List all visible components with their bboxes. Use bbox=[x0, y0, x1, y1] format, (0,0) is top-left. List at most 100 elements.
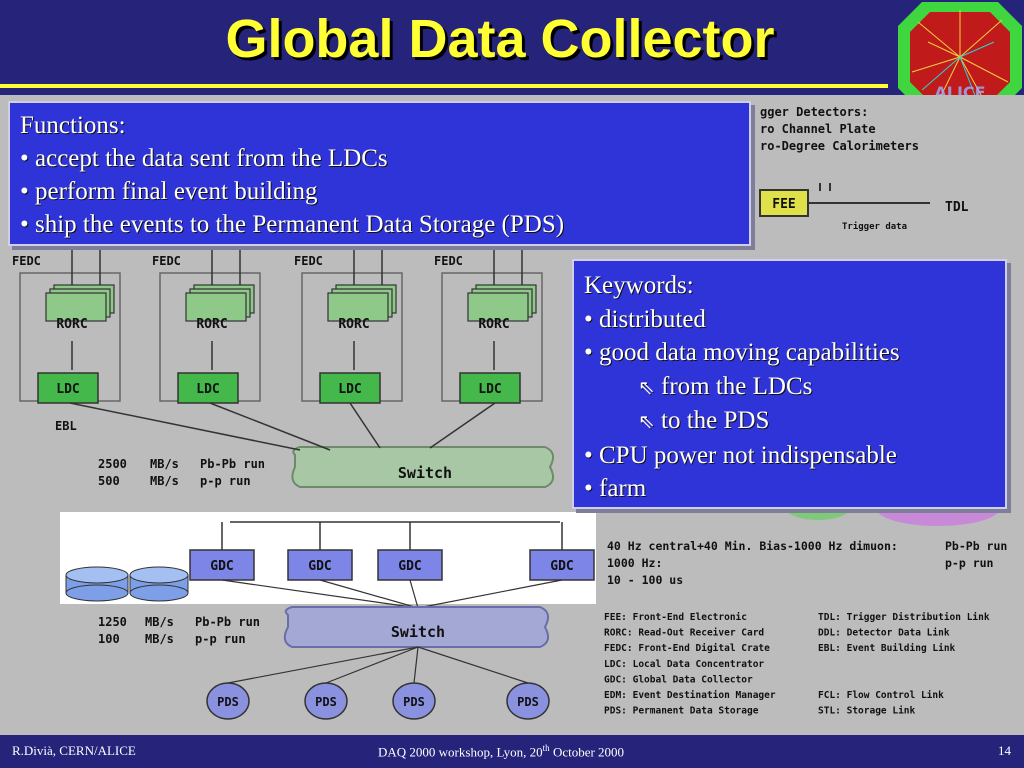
keywords-subline-1-text: from the LDCs bbox=[661, 372, 813, 400]
footer-event-suffix: October 2000 bbox=[549, 744, 625, 760]
legend-left-item: RORC: Read-Out Receiver Card bbox=[604, 628, 764, 639]
fedc-column: FEDC RORC LDC bbox=[152, 250, 261, 404]
alice-logo-icon: ALICE bbox=[898, 2, 1022, 112]
pds-node: PDS bbox=[206, 646, 419, 720]
fedc-label: FEDC bbox=[294, 254, 323, 268]
pds-node: PDS bbox=[304, 646, 419, 720]
legend-left-item: GDC: Global Data Collector bbox=[604, 674, 753, 685]
keywords-line-4: • farm bbox=[584, 475, 647, 502]
footer-event-sup: th bbox=[542, 743, 550, 753]
title-underline bbox=[0, 84, 888, 88]
ldc-box bbox=[319, 372, 381, 404]
switch-bottom-label: Switch bbox=[391, 623, 445, 641]
pds-node: PDS bbox=[392, 646, 436, 720]
functions-bullet-1: • accept the data sent from the LDCs bbox=[20, 145, 388, 172]
pds-label: PDS bbox=[315, 695, 337, 709]
gdc-label: GDC bbox=[550, 559, 573, 574]
keywords-subline-2-text: to the PDS bbox=[661, 407, 770, 434]
ldc-label: LDC bbox=[478, 382, 501, 397]
rate1-f: p-p run bbox=[200, 474, 251, 488]
rate1-e: MB/s bbox=[150, 474, 179, 488]
rate2-c: Pb-Pb run bbox=[195, 615, 260, 629]
fedc-label: FEDC bbox=[12, 254, 41, 268]
legend-right-item: STL: Storage Link bbox=[818, 706, 916, 717]
fedc-label: FEDC bbox=[152, 254, 181, 268]
ldc-box bbox=[37, 372, 99, 404]
gdc-node: GDC bbox=[287, 522, 419, 609]
gdc-node: GDC bbox=[417, 522, 595, 609]
legend-left-item: FEE: Front-End Electronic bbox=[604, 612, 747, 623]
keywords-heading: Keywords: bbox=[584, 272, 694, 299]
ldc-box bbox=[459, 372, 521, 404]
fee-label: FEE bbox=[772, 197, 795, 212]
legend-right-item: DDL: Detector Data Link bbox=[818, 628, 950, 639]
legend-left-item: LDC: Local Data Concentrator bbox=[604, 659, 764, 670]
rate1-c: Pb-Pb run bbox=[200, 457, 265, 471]
ldc-label: LDC bbox=[56, 382, 79, 397]
trigger-line-1: gger Detectors: bbox=[760, 105, 868, 119]
ebl-label: EBL bbox=[55, 419, 77, 433]
rorc-label: RORC bbox=[196, 317, 227, 332]
ldc-box bbox=[177, 372, 239, 404]
keywords-subline-2: ⇖ to the PDS bbox=[584, 404, 995, 439]
functions-bullet-2: • perform final event building bbox=[20, 178, 318, 205]
rate1-a: 2500 bbox=[98, 457, 127, 471]
storage-disks bbox=[65, 566, 189, 602]
legend-left-item: EDM: Event Destination Manager bbox=[604, 690, 776, 701]
note-line-1b: Pb-Pb run bbox=[945, 539, 1007, 553]
trigger-line-2: ro Channel Plate bbox=[760, 122, 876, 136]
rate2-e: MB/s bbox=[145, 632, 174, 646]
trigger-data-label: Trigger data bbox=[842, 221, 907, 232]
footer-author: R.Divià, CERN/ALICE bbox=[12, 743, 136, 758]
fedc-label: FEDC bbox=[434, 254, 463, 268]
page-number: 14 bbox=[998, 743, 1011, 758]
legend-right-item: EBL: Event Building Link bbox=[818, 643, 956, 654]
fedc-columns: FEDC RORC LDC FEDC RORC LDC FEDC RORC LDC FEDC ROR… bbox=[12, 250, 543, 404]
slide-title: Global Data Collector bbox=[225, 9, 775, 69]
pds-label: PDS bbox=[217, 695, 239, 709]
rorc-label: RORC bbox=[56, 317, 87, 332]
note-line-1: 40 Hz central+40 Min. Bias-1000 Hz dimuo… bbox=[607, 539, 898, 553]
fedc-column: FEDC RORC LDC bbox=[12, 250, 121, 404]
daq-diagram-svg: gger Detectors: ro Channel Plate ro-Degr… bbox=[12, 105, 1007, 720]
functions-box: Functions: • accept the data sent from t… bbox=[8, 101, 751, 246]
rorc-label: RORC bbox=[338, 317, 369, 332]
gdc-node: GDC bbox=[189, 522, 419, 609]
gdc-node: GDC bbox=[377, 522, 443, 609]
arrow-up-left-icon: ⇖ bbox=[638, 409, 655, 433]
pds-label: PDS bbox=[403, 695, 425, 709]
rate2-b: MB/s bbox=[145, 615, 174, 629]
pds-row: PDS PDS PDS PDS bbox=[206, 646, 550, 720]
rate1-d: 500 bbox=[98, 474, 120, 488]
keywords-line-2: • good data moving capabilities bbox=[584, 339, 900, 366]
gdc-label: GDC bbox=[210, 559, 233, 574]
keywords-line-1: • distributed bbox=[584, 305, 706, 333]
footer-event-prefix: DAQ 2000 workshop, Lyon, 20 bbox=[378, 744, 543, 760]
tdl-label: TDL bbox=[945, 200, 969, 215]
functions-bullet-3: • ship the events to the Permanent Data … bbox=[20, 211, 565, 238]
fee-box bbox=[759, 189, 809, 217]
fedc-column: FEDC RORC LDC bbox=[294, 250, 403, 404]
keywords-subline-1: ⇖ from the LDCs bbox=[584, 370, 995, 405]
switch-top-label: Switch bbox=[398, 464, 452, 482]
ldc-label: LDC bbox=[338, 382, 361, 397]
rate1-b: MB/s bbox=[150, 457, 179, 471]
gdc-label: GDC bbox=[398, 559, 421, 574]
fedc-column: FEDC RORC LDC bbox=[434, 250, 543, 404]
rate2-d: 100 bbox=[98, 632, 120, 646]
arrow-up-left-icon: ⇖ bbox=[638, 374, 655, 399]
legend-left-item: FEDC: Front-End Digital Crate bbox=[604, 643, 770, 654]
legend-right-item: TDL: Trigger Distribution Link bbox=[818, 612, 990, 623]
pds-label: PDS bbox=[517, 695, 539, 709]
keywords-box: Keywords: • distributed • good data movi… bbox=[572, 259, 1007, 509]
note-line-3: 10 - 100 us bbox=[607, 573, 683, 587]
footer-event: DAQ 2000 workshop, Lyon, 20th October 20… bbox=[378, 743, 624, 760]
note-line-2b: p-p run bbox=[945, 556, 994, 570]
rorc-label: RORC bbox=[478, 317, 509, 332]
ldc-label: LDC bbox=[196, 382, 219, 397]
rate2-f: p-p run bbox=[195, 632, 246, 646]
trigger-line-3: ro-Degree Calorimeters bbox=[760, 139, 919, 153]
functions-heading: Functions: bbox=[20, 112, 126, 139]
